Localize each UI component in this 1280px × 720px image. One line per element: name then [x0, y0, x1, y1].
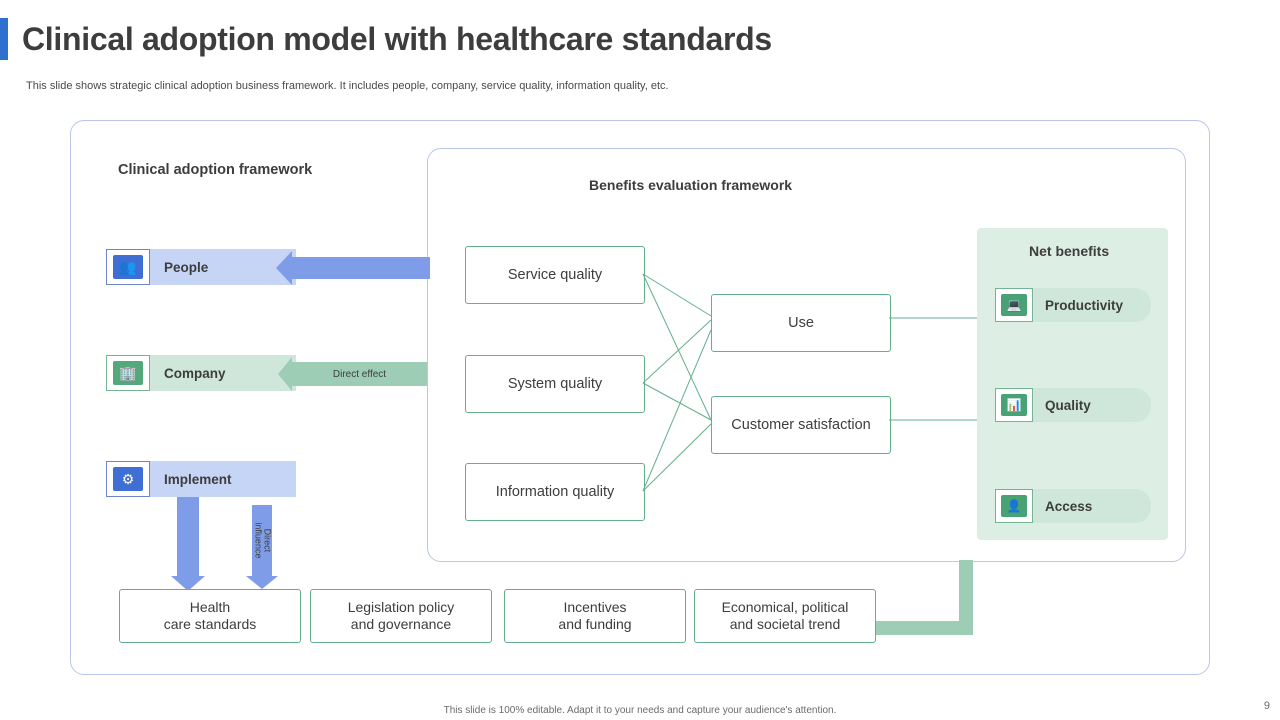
outcome-box-customer-satisfaction-label: Customer satisfaction: [731, 417, 871, 433]
quality-box-information-label: Information quality: [495, 484, 615, 500]
outcome-box-use-label: Use: [788, 315, 814, 331]
people-icon: 👥: [113, 255, 143, 279]
title-accent-bar: [0, 18, 8, 60]
people-direct-arrow: [276, 251, 430, 285]
footer-note: This slide is 100% editable. Adapt it to…: [443, 705, 837, 716]
clinical-framework-heading: Clinical adoption framework: [118, 162, 313, 178]
outcome-box-use[interactable]: Use: [711, 294, 891, 352]
monitor-icon: 💻: [1001, 294, 1027, 316]
framework-item-people[interactable]: 👥 People: [106, 249, 296, 285]
bottom-box-incentives-funding[interactable]: Incentives and funding: [504, 589, 686, 643]
framework-item-company-label: Company: [150, 355, 296, 391]
bottom-box-health-care-standards[interactable]: Health care standards: [119, 589, 301, 643]
building-icon: 🏢: [113, 361, 143, 385]
company-direct-effect-arrow: Direct effect: [278, 357, 427, 391]
gear-bulb-icon-box: ⚙: [106, 461, 150, 497]
framework-item-implement-label: Implement: [150, 461, 296, 497]
people-icon-box: 👥: [106, 249, 150, 285]
bottom-box-legislation-line1: Legislation policy: [347, 598, 455, 615]
quality-box-information[interactable]: Information quality: [465, 463, 645, 521]
bottom-box-health-line2: care standards: [163, 616, 257, 632]
title-text: Clinical adoption model with healthcare …: [22, 20, 772, 57]
implement-down-arrow: [171, 497, 205, 591]
framework-item-company[interactable]: 🏢 Company: [106, 355, 296, 391]
user-access-icon: 👤: [1001, 495, 1027, 517]
building-icon-box: 🏢: [106, 355, 150, 391]
net-benefit-quality[interactable]: 📊 Quality: [995, 388, 1151, 422]
quality-box-service-label: Service quality: [507, 267, 603, 283]
gear-bulb-icon: ⚙: [113, 467, 143, 491]
page-subtitle: This slide shows strategic clinical adop…: [26, 80, 669, 92]
quality-box-system-label: System quality: [507, 376, 603, 392]
bottom-box-incentives-line2: and funding: [558, 616, 632, 632]
bottom-box-legislation-policy[interactable]: Legislation policy and governance: [310, 589, 492, 643]
quality-box-service[interactable]: Service quality: [465, 246, 645, 304]
net-benefit-access-label: Access: [1033, 489, 1151, 523]
framework-item-people-label: People: [150, 249, 296, 285]
bottom-box-economical-line2: and societal trend: [729, 616, 841, 632]
quality-box-system[interactable]: System quality: [465, 355, 645, 413]
report-icon: 📊: [1001, 394, 1027, 416]
page-number: 9: [1263, 700, 1270, 712]
net-benefits-card: [977, 228, 1168, 540]
direct-effect-label: Direct effect: [332, 368, 387, 380]
framework-item-implement[interactable]: ⚙ Implement: [106, 461, 296, 497]
user-access-icon-box: 👤: [995, 489, 1033, 523]
net-benefit-quality-label: Quality: [1033, 388, 1151, 422]
net-benefit-productivity-label: Productivity: [1033, 288, 1151, 322]
net-benefit-productivity[interactable]: 💻 Productivity: [995, 288, 1151, 322]
bottom-box-economical-line1: Economical, political: [721, 598, 849, 615]
bottom-box-legislation-line2: and governance: [350, 616, 452, 632]
benefits-framework-heading: Benefits evaluation framework: [589, 177, 793, 193]
monitor-icon-box: 💻: [995, 288, 1033, 322]
bottom-box-health-line1: Health: [189, 598, 231, 615]
net-benefits-title: Net benefits: [1029, 243, 1110, 259]
report-icon-box: 📊: [995, 388, 1033, 422]
bottom-box-incentives-line1: Incentives: [563, 598, 627, 615]
outcome-box-customer-satisfaction[interactable]: Customer satisfaction: [711, 396, 891, 454]
net-benefit-access[interactable]: 👤 Access: [995, 489, 1151, 523]
bottom-box-economical-political[interactable]: Economical, political and societal trend: [694, 589, 876, 643]
page-title: Clinical adoption model with healthcare …: [0, 18, 1280, 60]
